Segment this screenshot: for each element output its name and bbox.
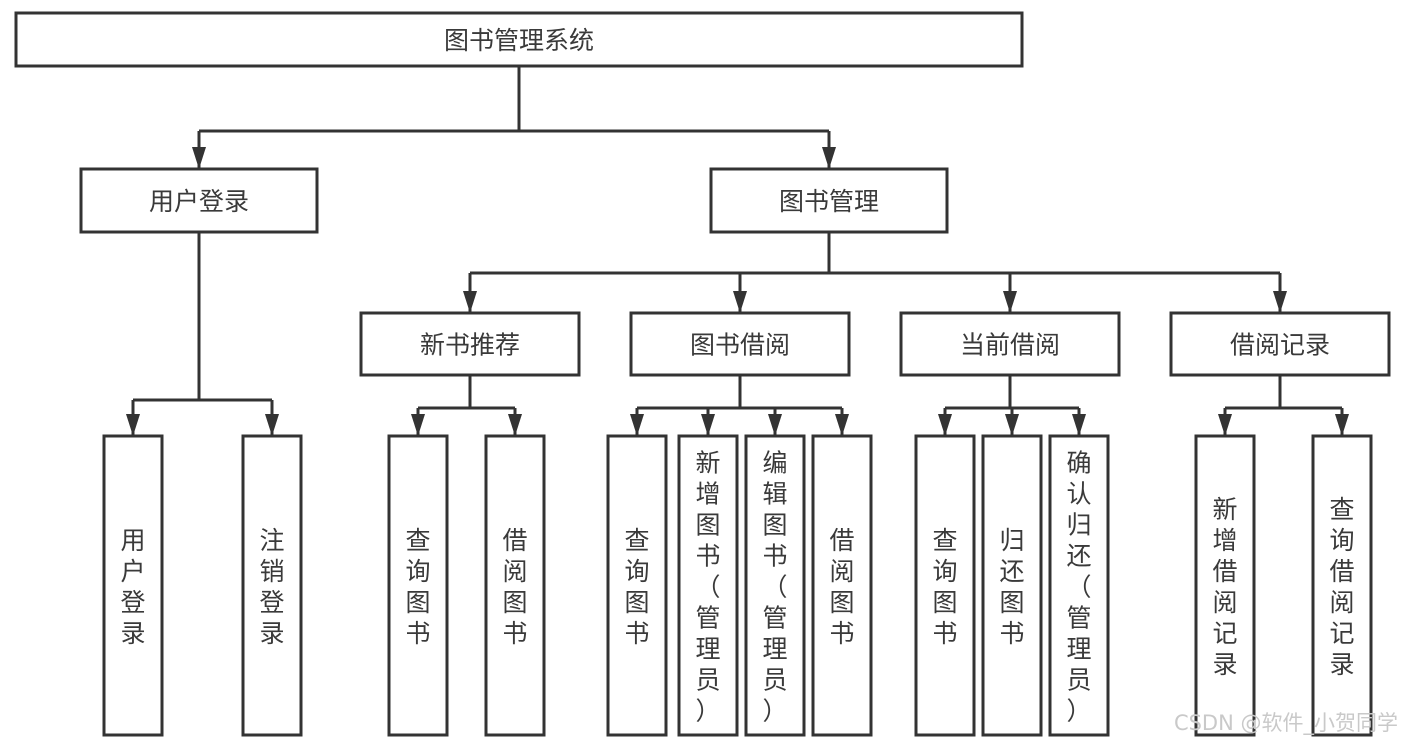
node-leaf-user-logout[interactable]: 注销登录 bbox=[241, 434, 303, 737]
node-box-leaf-add-book-admin bbox=[677, 434, 739, 737]
node-box-leaf-borrow-books-borrow bbox=[811, 434, 873, 737]
node-label-root: 图书管理系统 bbox=[444, 26, 594, 55]
node-label-book-borrow: 图书借阅 bbox=[690, 331, 790, 360]
node-user-login[interactable]: 用户登录 bbox=[79, 167, 319, 234]
node-leaf-add-book-admin[interactable]: 新增图书（管理员） bbox=[677, 434, 739, 737]
node-box-leaf-add-borrow-record bbox=[1194, 434, 1256, 737]
node-book-management[interactable]: 图书管理 bbox=[709, 167, 949, 234]
node-leaf-query-books-borrow[interactable]: 查询图书 bbox=[606, 434, 668, 737]
node-box-leaf-confirm-return-admin bbox=[1048, 434, 1110, 737]
nodes-layer: 图书管理系统用户登录图书管理新书推荐图书借阅当前借阅借阅记录用户登录注销登录查询… bbox=[14, 11, 1391, 737]
node-label-leaf-query-books-borrow: 查询图书 bbox=[624, 526, 649, 648]
node-leaf-return-books[interactable]: 归还图书 bbox=[981, 434, 1043, 737]
current-borrow-arrow-1 bbox=[1005, 414, 1019, 436]
node-leaf-edit-book-admin[interactable]: 编辑图书（管理员） bbox=[744, 434, 806, 737]
node-label-leaf-add-borrow-record: 新增借阅记录 bbox=[1212, 495, 1237, 679]
node-current-borrow[interactable]: 当前借阅 bbox=[899, 311, 1121, 377]
book-borrow-arrow-2 bbox=[768, 414, 782, 436]
node-box-leaf-query-books-borrow bbox=[606, 434, 668, 737]
node-leaf-add-borrow-record[interactable]: 新增借阅记录 bbox=[1194, 434, 1256, 737]
node-box-root bbox=[14, 11, 1024, 68]
node-label-borrow-record: 借阅记录 bbox=[1230, 331, 1330, 360]
userlogin-arrow-1 bbox=[265, 414, 279, 436]
node-box-leaf-user-login bbox=[102, 434, 164, 737]
node-label-current-borrow: 当前借阅 bbox=[960, 331, 1060, 360]
node-box-leaf-borrow-books-recommend bbox=[484, 434, 546, 737]
node-label-leaf-user-logout: 注销登录 bbox=[259, 526, 284, 648]
node-label-leaf-add-book-admin: 新增图书（管理员） bbox=[695, 448, 720, 725]
node-box-leaf-query-borrow-record bbox=[1311, 434, 1373, 737]
node-box-leaf-query-books-current bbox=[914, 434, 976, 737]
node-borrow-record[interactable]: 借阅记录 bbox=[1169, 311, 1391, 377]
node-leaf-borrow-books-recommend[interactable]: 借阅图书 bbox=[484, 434, 546, 737]
bookmgmt-arrow-2 bbox=[1003, 291, 1017, 313]
book-borrow-arrow-1 bbox=[701, 414, 715, 436]
node-label-leaf-return-books: 归还图书 bbox=[999, 526, 1024, 648]
node-label-book-management: 图书管理 bbox=[779, 187, 879, 216]
borrow-record-arrow-0 bbox=[1218, 414, 1232, 436]
userlogin-arrow-0 bbox=[126, 414, 140, 436]
node-label-leaf-confirm-return-admin: 确认归还（管理员） bbox=[1066, 448, 1091, 725]
connectors-layer bbox=[126, 66, 1349, 436]
current-borrow-arrow-0 bbox=[938, 414, 952, 436]
node-leaf-query-books-current[interactable]: 查询图书 bbox=[914, 434, 976, 737]
root-arrow-0 bbox=[192, 147, 206, 169]
node-leaf-user-login[interactable]: 用户登录 bbox=[102, 434, 164, 737]
node-box-user-login bbox=[79, 167, 319, 234]
node-box-leaf-return-books bbox=[981, 434, 1043, 737]
node-box-borrow-record bbox=[1169, 311, 1391, 377]
book-borrow-arrow-0 bbox=[630, 414, 644, 436]
borrow-record-arrow-1 bbox=[1335, 414, 1349, 436]
node-leaf-query-books-recommend[interactable]: 查询图书 bbox=[387, 434, 449, 737]
new-book-recommend-arrow-1 bbox=[508, 414, 522, 436]
node-box-book-borrow bbox=[629, 311, 851, 377]
node-label-leaf-query-borrow-record: 查询借阅记录 bbox=[1329, 495, 1354, 679]
node-label-leaf-edit-book-admin: 编辑图书（管理员） bbox=[762, 448, 787, 725]
node-box-leaf-user-logout bbox=[241, 434, 303, 737]
node-leaf-borrow-books-borrow[interactable]: 借阅图书 bbox=[811, 434, 873, 737]
book-borrow-arrow-3 bbox=[835, 414, 849, 436]
node-leaf-confirm-return-admin[interactable]: 确认归还（管理员） bbox=[1048, 434, 1110, 737]
node-book-borrow[interactable]: 图书借阅 bbox=[629, 311, 851, 377]
node-leaf-query-borrow-record[interactable]: 查询借阅记录 bbox=[1311, 434, 1373, 737]
node-box-new-book-recommend bbox=[359, 311, 581, 377]
node-label-user-login: 用户登录 bbox=[149, 187, 249, 216]
node-box-leaf-edit-book-admin bbox=[744, 434, 806, 737]
csdn-watermark: CSDN @软件_小贺同学 bbox=[1174, 711, 1398, 736]
node-new-book-recommend[interactable]: 新书推荐 bbox=[359, 311, 581, 377]
node-label-leaf-borrow-books-borrow: 借阅图书 bbox=[829, 526, 854, 648]
current-borrow-arrow-2 bbox=[1072, 414, 1086, 436]
new-book-recommend-arrow-0 bbox=[411, 414, 425, 436]
bookmgmt-arrow-1 bbox=[733, 291, 747, 313]
node-label-new-book-recommend: 新书推荐 bbox=[420, 331, 520, 360]
node-label-leaf-query-books-recommend: 查询图书 bbox=[405, 526, 430, 648]
bookmgmt-arrow-0 bbox=[463, 291, 477, 313]
node-label-leaf-query-books-current: 查询图书 bbox=[932, 526, 957, 648]
node-label-leaf-user-login: 用户登录 bbox=[120, 526, 145, 648]
bookmgmt-arrow-3 bbox=[1273, 291, 1287, 313]
node-box-current-borrow bbox=[899, 311, 1121, 377]
node-root[interactable]: 图书管理系统 bbox=[14, 11, 1024, 68]
node-box-leaf-query-books-recommend bbox=[387, 434, 449, 737]
node-box-book-management bbox=[709, 167, 949, 234]
node-label-leaf-borrow-books-recommend: 借阅图书 bbox=[502, 526, 527, 648]
root-arrow-1 bbox=[822, 147, 836, 169]
